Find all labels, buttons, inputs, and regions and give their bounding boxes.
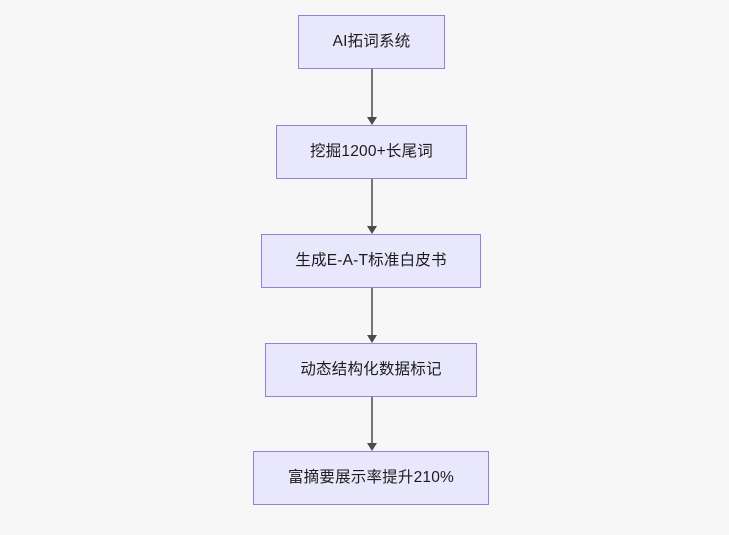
flow-node-label: 挖掘1200+长尾词 xyxy=(309,143,434,161)
arrowhead-icon xyxy=(366,335,377,343)
connector-line xyxy=(371,397,373,444)
flow-node-mine-longtail-keywords[interactable]: 挖掘1200+长尾词 xyxy=(276,125,467,179)
flow-node-label: 动态结构化数据标记 xyxy=(300,361,442,379)
arrowhead-icon xyxy=(366,117,377,125)
flow-node-rich-snippet-result[interactable]: 富摘要展示率提升210% xyxy=(253,451,489,505)
arrowhead-icon xyxy=(366,443,377,451)
arrowhead-icon xyxy=(366,226,377,234)
connector-line xyxy=(371,179,373,227)
connector-line xyxy=(371,288,373,336)
flow-node-dynamic-structured-data[interactable]: 动态结构化数据标记 xyxy=(265,343,477,397)
connector-line xyxy=(371,69,373,118)
flow-node-label: 生成E-A-T标准白皮书 xyxy=(295,252,447,270)
flow-node-generate-eat-whitepaper[interactable]: 生成E-A-T标准白皮书 xyxy=(261,234,481,288)
flow-node-label: 富摘要展示率提升210% xyxy=(287,469,455,487)
flow-node-ai-keyword-system[interactable]: AI拓词系统 xyxy=(298,15,445,69)
flow-node-label: AI拓词系统 xyxy=(332,33,411,51)
